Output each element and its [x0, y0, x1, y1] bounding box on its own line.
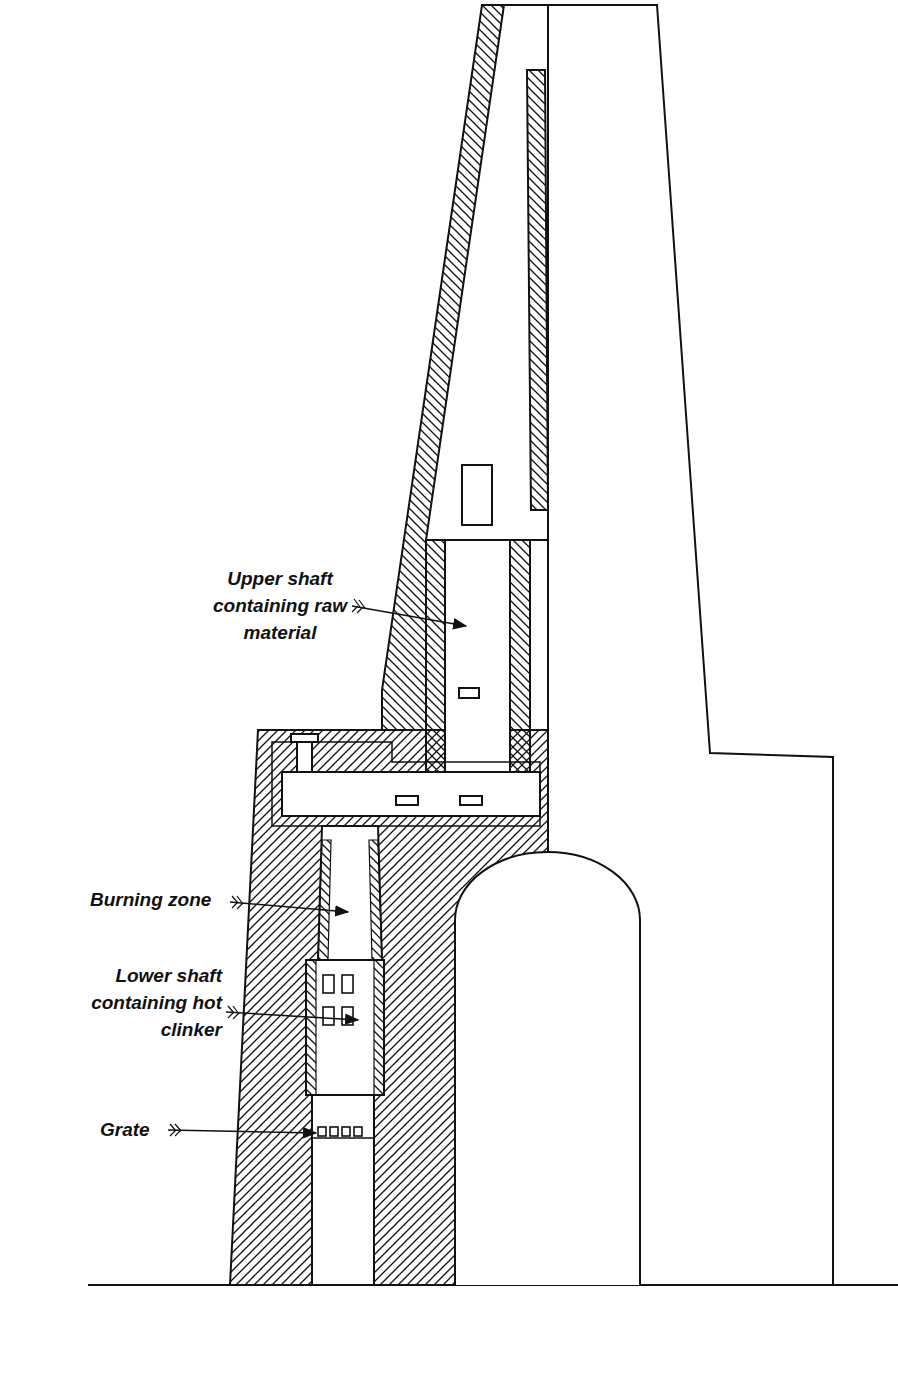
burning-zone — [318, 826, 382, 960]
shaft-lining — [374, 960, 384, 1095]
leader-feathers — [170, 599, 365, 1136]
kiln-section — [230, 5, 640, 1285]
leader-lines — [168, 606, 466, 1133]
leader-line — [352, 606, 466, 626]
part-label: Upper shaft containing raw material — [210, 565, 350, 646]
grate-bars — [312, 1127, 374, 1138]
zone-lining — [369, 840, 382, 960]
discharge-shaft — [312, 1095, 374, 1285]
leader-line — [226, 1012, 358, 1020]
shaft-lining — [306, 960, 316, 1095]
shaft-lining — [426, 540, 445, 772]
zone-lining — [318, 840, 331, 960]
part-label: Lower shaft containing hot clinker — [80, 962, 222, 1043]
shaft-lining — [510, 540, 530, 772]
slot — [459, 688, 479, 698]
lower-shaft — [306, 960, 384, 1095]
flue-passage — [282, 772, 540, 816]
slot — [396, 796, 418, 805]
leader-line — [230, 902, 348, 912]
slot — [460, 796, 482, 805]
chimney-top — [482, 4, 548, 6]
arch-doorway — [455, 852, 640, 1285]
cap-bolt — [297, 738, 312, 772]
kiln-elevation — [88, 5, 898, 1285]
cap-bolt — [291, 734, 318, 742]
window — [462, 465, 492, 525]
part-label: Grate — [100, 1116, 150, 1143]
part-label: Burning zone — [90, 886, 211, 913]
chimney-lining — [527, 70, 548, 510]
upper-shaft — [445, 540, 510, 772]
leader-line — [168, 1130, 316, 1133]
